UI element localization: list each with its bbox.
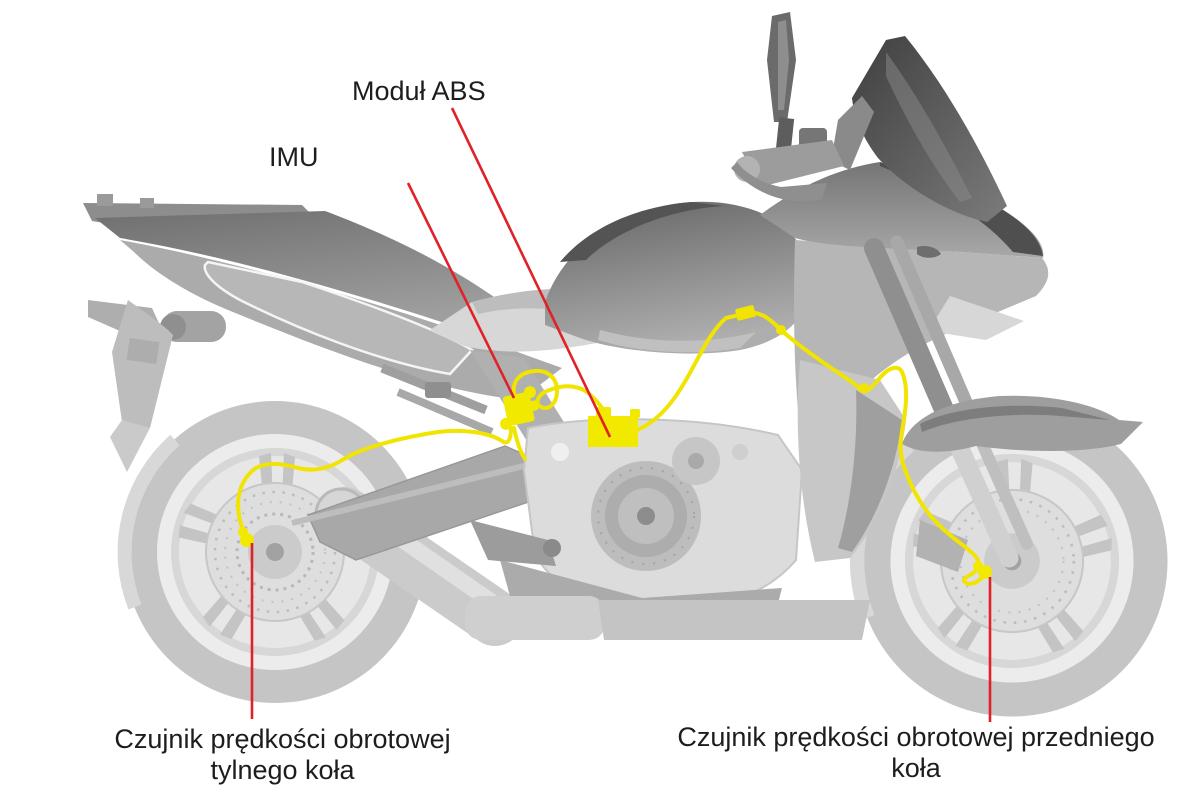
callout-line-imu xyxy=(406,182,516,399)
connector-mid xyxy=(776,325,786,335)
rear-sensor-cable xyxy=(236,426,513,542)
label-imu: IMU xyxy=(269,142,319,172)
tail-bodywork xyxy=(95,211,562,400)
license-plate-hanger xyxy=(110,300,173,472)
radiator-shroud xyxy=(797,360,906,562)
windscreen xyxy=(831,36,1007,222)
engine xyxy=(522,418,804,613)
mirror-and-handlebar xyxy=(731,12,844,202)
label-abs-module: Moduł ABS xyxy=(352,76,486,106)
connector-fork xyxy=(859,383,869,393)
abs-module-highlight xyxy=(588,407,640,447)
rear-wheel-sensor-highlight xyxy=(238,527,254,547)
front-fairing xyxy=(760,162,1049,470)
imu-lower-stub xyxy=(512,426,527,461)
front-wheel-sensor-highlight xyxy=(973,561,992,579)
harness-connectors xyxy=(735,305,869,393)
front-brake-caliper xyxy=(916,520,968,572)
callout-line-abs-module xyxy=(450,107,612,438)
rear-wheel xyxy=(124,401,426,703)
label-front-wheel-sensor: Czujnik prędkości obrotowej przedniego k… xyxy=(655,722,1177,784)
fuel-tank xyxy=(545,201,811,354)
label-rear-wheel-sensor-line2: tylnego koła xyxy=(210,755,355,785)
rider-footpeg xyxy=(470,520,561,566)
label-front-wheel-sensor-line2: koła xyxy=(891,753,941,783)
label-front-wheel-sensor-line1: Czujnik prędkości obrotowej przedniego xyxy=(677,722,1155,752)
connector-top xyxy=(735,305,756,321)
imu-highlight xyxy=(500,386,539,430)
belly-pan xyxy=(465,560,870,640)
label-rear-wheel-sensor: Czujnik prędkości obrotowej tylnego koła xyxy=(85,724,480,786)
front-fender xyxy=(902,395,1143,452)
label-rear-wheel-sensor-line1: Czujnik prędkości obrotowej xyxy=(114,724,451,754)
